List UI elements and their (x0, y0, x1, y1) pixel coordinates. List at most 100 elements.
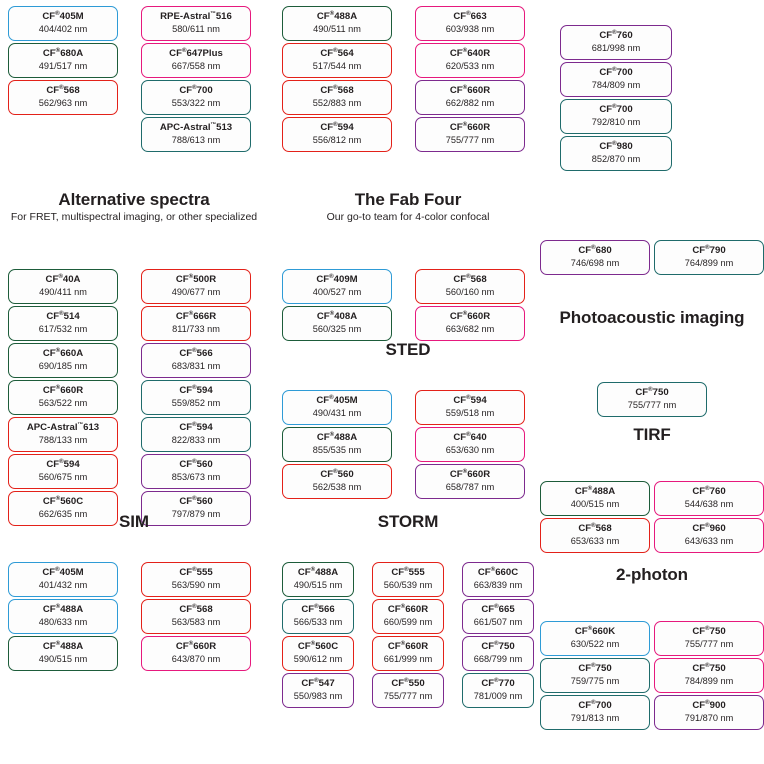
dye-name: CF®560 (320, 467, 354, 480)
dye-name: CF®663 (453, 9, 487, 22)
dye-name: CF®566 (179, 346, 213, 359)
dye-name: CF®700 (179, 83, 213, 96)
dye-spectra: 788/613 nm (171, 135, 221, 145)
dye-name: CF®750 (692, 624, 726, 637)
dye-name: CF®770 (481, 676, 515, 689)
section-title: STED (385, 340, 431, 359)
dye-name: CF®660R (449, 467, 491, 480)
dye-spectra: 580/611 nm (172, 24, 220, 34)
dye-spectra: 562/963 nm (38, 98, 88, 108)
dye-name: CF®666R (175, 309, 217, 322)
dye-name: CF®40A (45, 272, 81, 285)
dye-spectra: 563/583 nm (171, 617, 221, 627)
section-title: Alternative spectra (58, 190, 210, 209)
dye-spectra: 490/515 nm (293, 580, 343, 590)
section-title: STORM (377, 512, 439, 531)
dye-spectra: 653/633 nm (570, 536, 620, 546)
dye-spectra: 559/852 nm (171, 398, 221, 408)
dye-spectra: 792/810 nm (591, 117, 641, 127)
dye-name: CF®660R (175, 639, 217, 652)
dye-name: CF®560C (42, 494, 84, 507)
